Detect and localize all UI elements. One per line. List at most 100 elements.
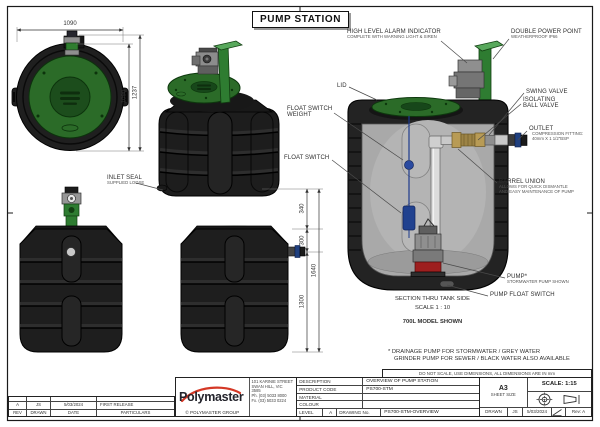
- label-outlet: OUTLET COMPRESSION FITTING: 40mm X 1 1/2…: [529, 126, 583, 142]
- field-description: DESCRIPTION OVERVIEW OF PUMP STATION: [297, 378, 479, 386]
- field-label: COLOUR: [297, 401, 364, 409]
- label-sub: ALLOWS FOR QUICK DISMANTLE: [499, 184, 568, 190]
- sheet-info-block: A3 SHEET SIZE SCALE: 1:15: [479, 378, 591, 416]
- dim-300: 300: [299, 235, 306, 246]
- pump-note-line2: GRINDER PUMP FOR SEWER / BLACK WATER ALS…: [394, 356, 570, 362]
- rev-header: REV: [9, 409, 27, 416]
- rev-cell: A: [9, 402, 27, 409]
- label-double-power-point: DOUBLE POWER POINT WEATHERPROOF IP66: [511, 29, 582, 40]
- section-caption: SECTION THRU TANK SIDE: [394, 296, 471, 302]
- dimension-lines: [16, 27, 323, 353]
- rev-cell: [51, 397, 97, 401]
- approved-mark-cell: [552, 408, 566, 416]
- label-sub: SUPPLIED LOOSE: [107, 180, 145, 186]
- inlet-seal-part: [156, 184, 168, 192]
- label-sub: STORMWATER PUMP SHOWN: [507, 279, 569, 285]
- label-sub: WEATHERPROOF IP66: [511, 34, 558, 40]
- drawn-initials: JS: [508, 408, 523, 416]
- rev-header: DRAWN: [27, 409, 51, 416]
- field-value: [363, 401, 479, 408]
- dim-lid-height: 1090: [121, 89, 128, 104]
- do-not-scale-text: DO NOT SCALE, USE DIMENSIONS, ALL DIMENS…: [418, 371, 556, 376]
- label-sub: AND EASY MAINTENANCE OF PUMP: [499, 189, 574, 195]
- label-swing-valve: SWING VALVE: [526, 89, 568, 95]
- leader-lines: [135, 38, 528, 297]
- label-text: BARREL UNION: [499, 179, 545, 185]
- field-drawing-no: LEVEL A DRAWING No. PS700-STM-OVERVIEW: [297, 409, 479, 416]
- logo-swoosh-icon: [180, 386, 242, 403]
- label-lid: LID: [337, 83, 347, 89]
- field-label: PRODUCT CODE: [297, 385, 364, 393]
- label-text: FLOAT SWITCH: [287, 106, 333, 112]
- label-text: INLET SEAL: [107, 175, 142, 181]
- label-text: BALL VALVE: [523, 103, 559, 110]
- barrel-union-part: [451, 132, 462, 148]
- company-copyright: © POLYMASTER GROUP: [185, 410, 240, 415]
- float-switch-part: [402, 205, 416, 231]
- dim-overall-height: 1237: [132, 85, 139, 100]
- drawing-no-value: PS700-STM-OVERVIEW: [384, 410, 439, 416]
- address-line: Ph. (03) 5033 8000: [251, 393, 287, 399]
- dim-340: 340: [299, 203, 306, 214]
- label-text: OUTLET: [529, 126, 554, 132]
- address-line: Fx. (03) 5033 0224: [251, 397, 287, 403]
- sheet-size-value: A3: [498, 385, 508, 392]
- field-value: [363, 394, 479, 401]
- projection-symbols: [528, 392, 591, 407]
- label-text: DOUBLE POWER POINT: [511, 29, 582, 35]
- side-outlet-spout: [287, 246, 296, 257]
- revision-header-row: REV DRAWN DATE PARTICULARS: [9, 409, 174, 416]
- title-block: Polymaster © POLYMASTER GROUP 101 KARINI…: [175, 377, 592, 417]
- company-name: Polymaster: [179, 390, 244, 404]
- level-label: LEVEL: [297, 409, 324, 416]
- revision-empty-row: [9, 397, 174, 402]
- sheet-size-label: SHEET SIZE: [490, 392, 516, 397]
- dim-1640: 1640: [311, 263, 318, 278]
- label-sub: 40mm X 1 1/2"BSP: [532, 136, 569, 142]
- description-table: DESCRIPTION OVERVIEW OF PUMP STATION PRO…: [296, 378, 479, 416]
- rev-cell: [27, 397, 51, 401]
- do-not-scale-strip: DO NOT SCALE, USE DIMENSIONS, ALL DIMENS…: [382, 369, 592, 377]
- label-text: LID: [337, 83, 347, 89]
- label-text: PUMP*: [507, 274, 528, 280]
- rev-cell: FIRST RELEASE: [100, 402, 134, 407]
- rev-cell: [97, 397, 174, 401]
- field-product-code: PRODUCT CODE PS700-STM: [297, 385, 479, 394]
- drawn-row: DRAWN JS 5/03/2024 Rev: A: [480, 408, 591, 416]
- label-sub: COMPLETE WITH WARNING LIGHT & SIREN: [347, 34, 437, 40]
- front-view: [19, 186, 123, 353]
- section-view: [347, 40, 528, 291]
- address-line: SWAN HILL, VIC: [251, 383, 283, 389]
- projection-cone-icon: [563, 394, 580, 405]
- address-line: 3585: [251, 388, 261, 394]
- page-title: PUMP STATION: [252, 11, 350, 28]
- address-line: 101 KARINIE STREET: [251, 379, 294, 384]
- label-inlet-seal: INLET SEAL SUPPLIED LOOSE: [107, 175, 144, 186]
- label-text: HIGH LEVEL ALARM INDICATOR: [347, 29, 441, 35]
- company-logo-cell: Polymaster © POLYMASTER GROUP: [176, 378, 249, 416]
- iso-view: [156, 40, 280, 197]
- drawn-label: DRAWN: [480, 408, 508, 416]
- label-text: SWING VALVE: [526, 89, 568, 95]
- pump-note-line1: * DRAINAGE PUMP FOR STORMWATER / GREY WA…: [388, 349, 541, 355]
- drawn-date: 5/03/2024: [523, 408, 552, 416]
- outlet-fitting: [507, 134, 516, 146]
- label-float-switch-weight: FLOAT SWITCH WEIGHT: [287, 106, 332, 119]
- field-label: DESCRIPTION: [297, 378, 364, 385]
- power-point-box: [457, 59, 483, 73]
- float-switch-weight-part: [404, 160, 414, 170]
- rev-cell: 5/03/2024: [51, 402, 97, 409]
- label-text: ISOLATING: [523, 97, 556, 103]
- label-float-switch: FLOAT SWITCH: [284, 155, 329, 161]
- section-scale: SCALE 1 : 10: [414, 305, 451, 311]
- label-sub: COMPRESSION FITTING:: [532, 131, 584, 137]
- top-view: [11, 30, 129, 151]
- label-barrel-union: BARREL UNION ALLOWS FOR QUICK DISMANTLE …: [499, 179, 574, 195]
- rev-cell: [9, 397, 27, 401]
- field-material: MATERIAL: [297, 393, 479, 402]
- field-value: PS700-STM: [366, 386, 393, 392]
- drawing-no-label: DRAWING No.: [337, 409, 382, 416]
- dim-top-width: 1090: [63, 21, 77, 27]
- revision-row: A JS 5/03/2024 FIRST RELEASE: [9, 402, 174, 410]
